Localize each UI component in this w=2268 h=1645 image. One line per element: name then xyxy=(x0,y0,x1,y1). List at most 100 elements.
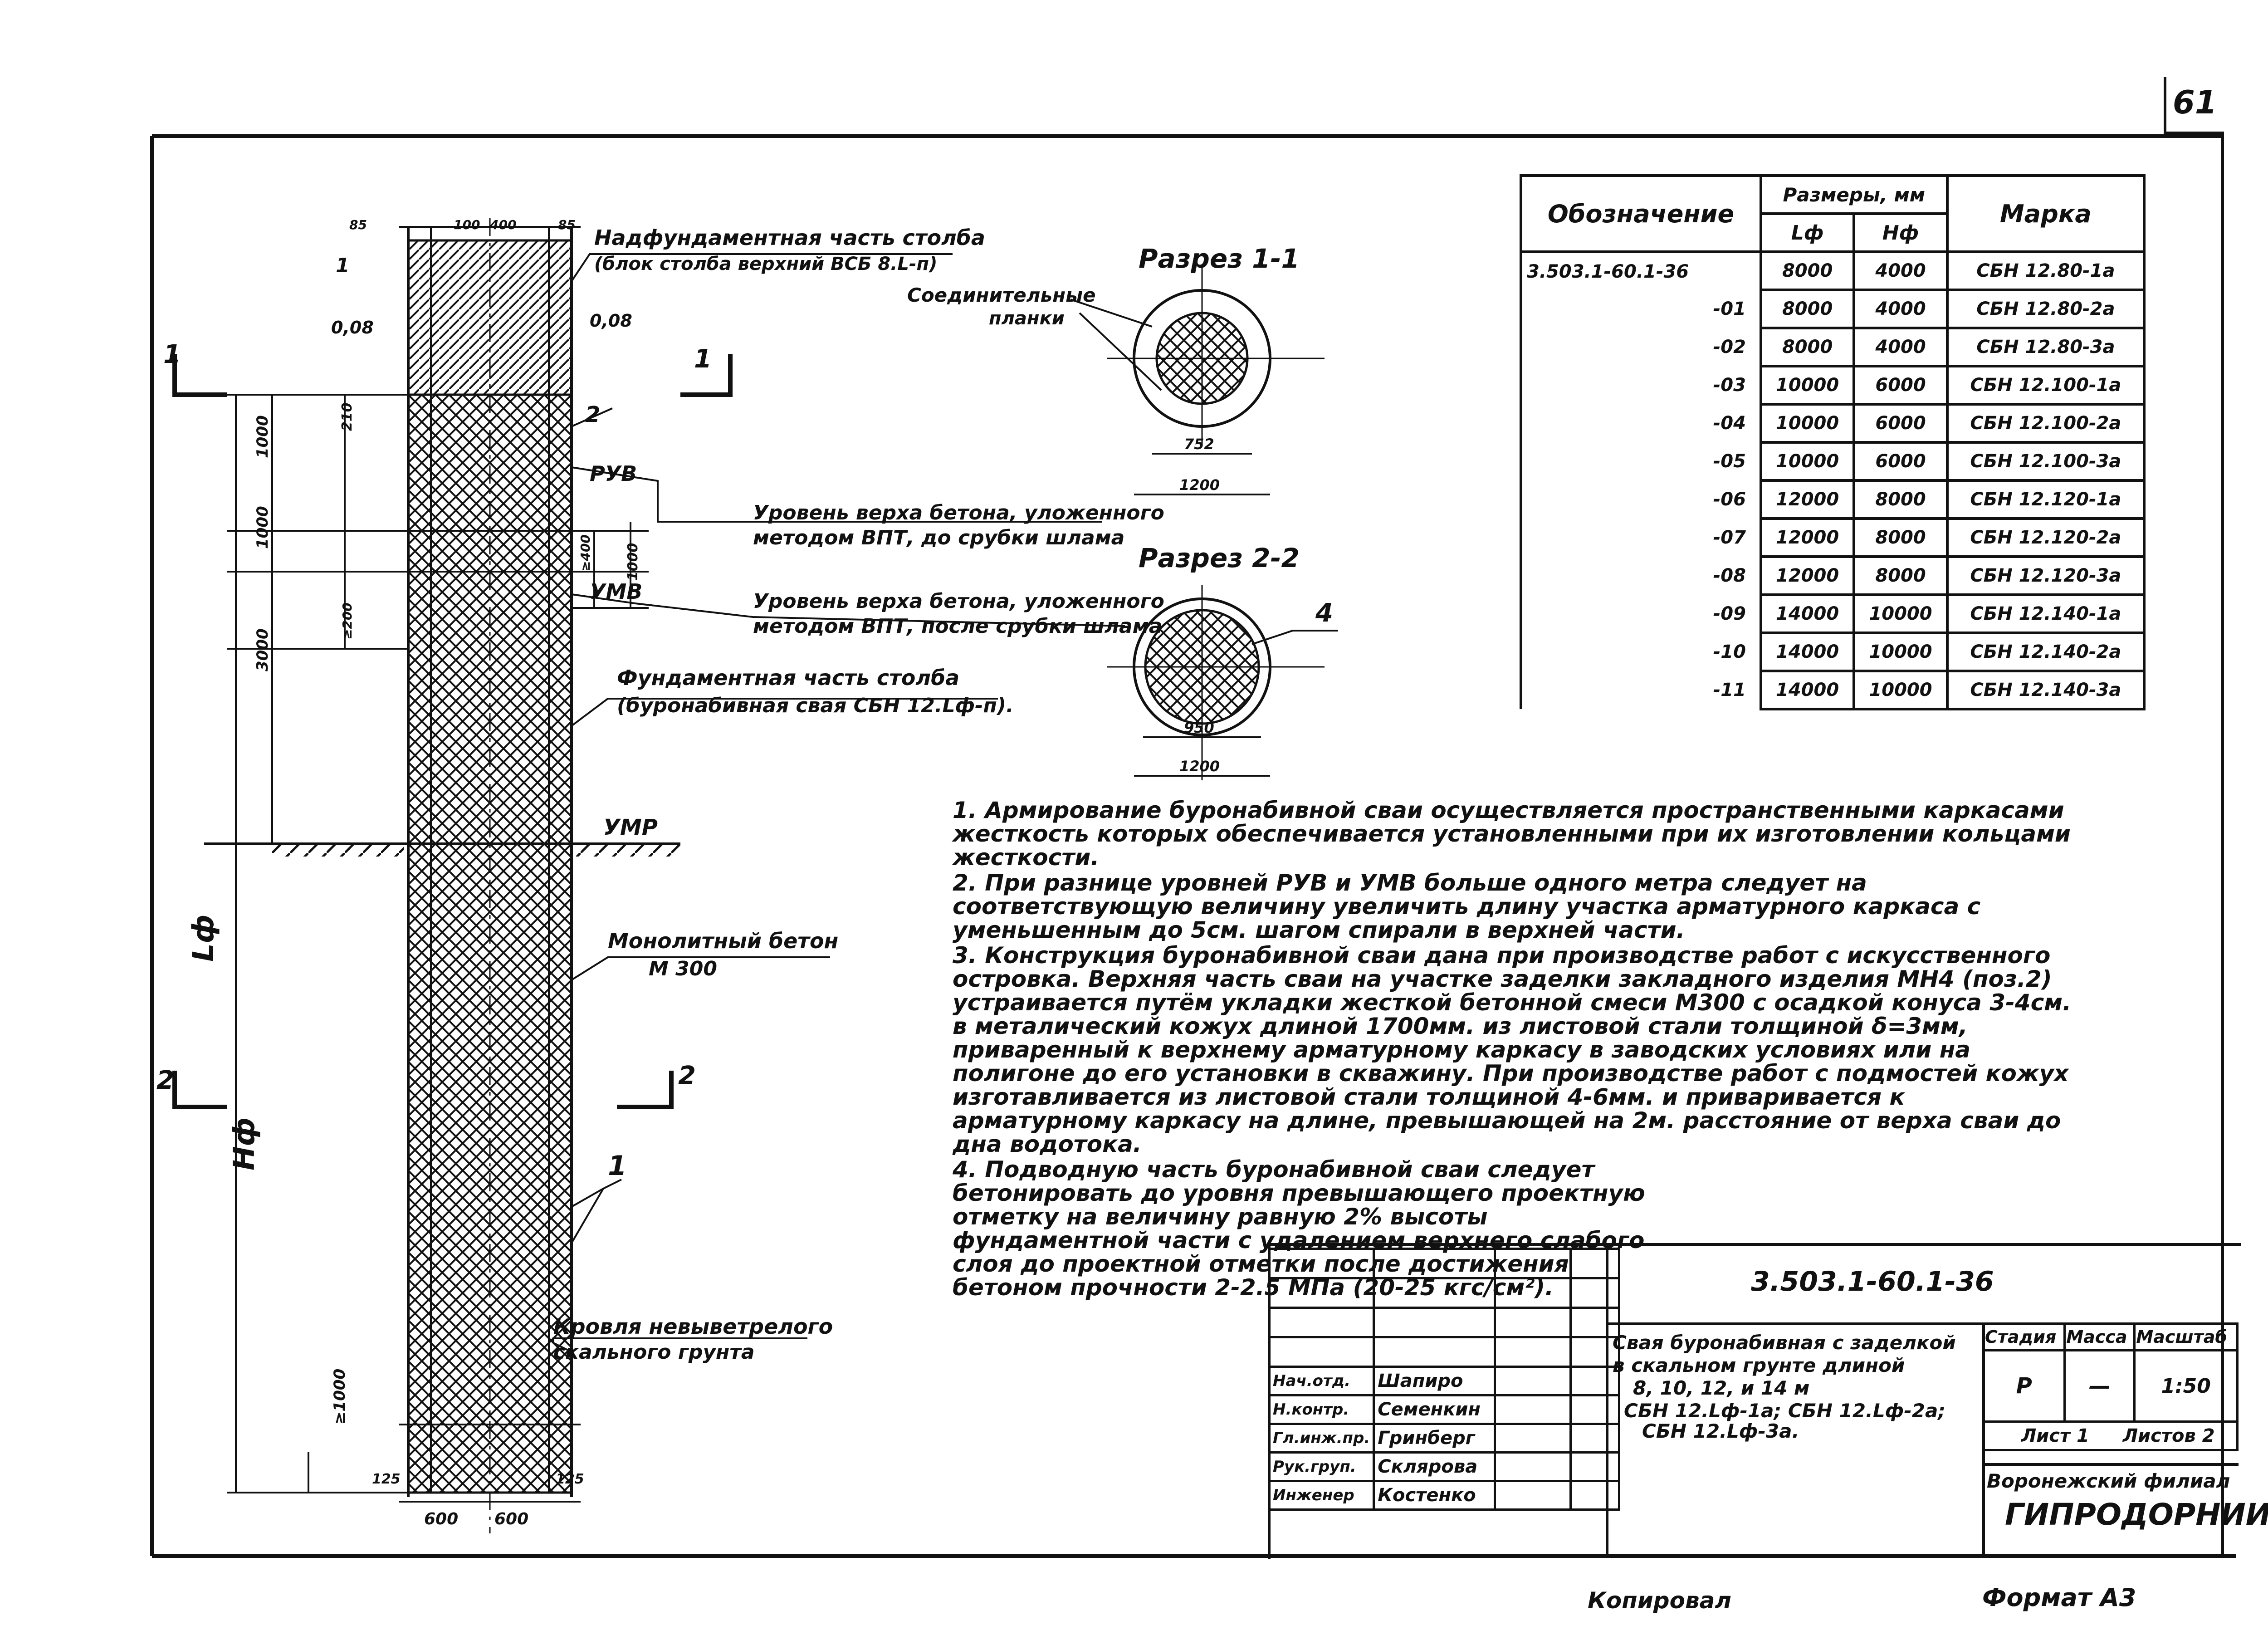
stamp-title-4: СБН 12.Lф-1а; СБН 12.Lф-2а; xyxy=(1624,1400,1946,1422)
doc-code: 3.503.1-60.1-36 xyxy=(1751,1266,1994,1297)
label-connecting-2: планки xyxy=(989,308,1065,329)
dim-bottom-600-left: 600 xyxy=(424,1510,458,1528)
section-mark-1-right: 1 xyxy=(694,344,712,374)
cell-mark: СБН 12.80-1а xyxy=(1945,250,2146,291)
specification-table: Обозначение Размеры, мм Марка Lф Hф 3.50… xyxy=(1520,174,2146,710)
mark-2: 2 xyxy=(585,402,600,427)
label-umr: УМР xyxy=(603,815,658,840)
dim-bottom-125-right: 125 xyxy=(556,1471,584,1487)
role: Н.контр. xyxy=(1267,1394,1375,1425)
drawing-frame xyxy=(150,132,2236,1558)
mark-1-top: 1 xyxy=(336,254,350,277)
cell-hf: 8000 xyxy=(1853,517,1949,558)
label-foundation-1: Фундаментная часть столба xyxy=(617,666,959,690)
cell-des: -03 xyxy=(1520,366,1762,404)
date xyxy=(1569,1394,1621,1425)
cell-lf: 8000 xyxy=(1759,327,1856,367)
cell-lf: 10000 xyxy=(1759,365,1856,406)
person-name: Костенко xyxy=(1373,1480,1496,1511)
section-mark-1-left: 1 xyxy=(163,340,181,369)
cell-des: 3.503.1-60.1-36 xyxy=(1520,252,1762,290)
cell-lf: 14000 xyxy=(1759,593,1856,634)
cell-des: -04 xyxy=(1520,404,1762,442)
section-2-d-inner: 950 xyxy=(1184,719,1214,736)
person-name: Шапиро xyxy=(1373,1366,1496,1396)
sheet-label: Лист 1 xyxy=(2021,1425,2089,1446)
label-hf: Hф xyxy=(228,1117,261,1170)
label-elev-right: 0,08 xyxy=(590,311,632,331)
note-4: 4. Подводную часть буронабивной сваи сле… xyxy=(953,1156,1645,1301)
mark-1-bottom: 1 xyxy=(608,1150,627,1182)
dim-top-85-left: 85 xyxy=(349,217,367,232)
cell-lf: 8000 xyxy=(1759,250,1856,291)
note-2: 2. При разнице уровней РУВ и УМВ больше … xyxy=(953,870,1981,943)
section-2-2 xyxy=(1107,585,1338,780)
stamp-title-3: 8, 10, 12, и 14 м xyxy=(1633,1377,1810,1399)
signature xyxy=(1494,1366,1572,1396)
section-1-title: Разрез 1-1 xyxy=(1139,243,1300,274)
section-1-1 xyxy=(1070,268,1325,495)
cell-des: -05 xyxy=(1520,442,1762,480)
dim-top-400: 400 xyxy=(489,217,516,232)
footer-format: Формат А3 xyxy=(1982,1583,2136,1612)
cell-mark: СБН 12.100-2а xyxy=(1945,403,2146,444)
mass-header: Масса xyxy=(2063,1322,2136,1351)
dim-bottom-1000: ≥1000 xyxy=(331,1369,349,1425)
cell-hf: 10000 xyxy=(1853,593,1949,634)
cell-hf: 10000 xyxy=(1853,670,1949,710)
mark-4: 4 xyxy=(1315,598,1333,628)
role: Гл.инж.пр. xyxy=(1267,1423,1375,1454)
signature-row: Рук.груп.Склярова xyxy=(1267,1451,1621,1482)
dim-top-100: 100 xyxy=(454,217,480,232)
scale-header: Масштаб xyxy=(2133,1322,2239,1351)
cell-hf: 4000 xyxy=(1853,289,1949,329)
cell-mark: СБН 12.120-2а xyxy=(1945,517,2146,558)
cell-mark: СБН 12.140-1а xyxy=(1945,593,2146,634)
ground-hatch-right xyxy=(576,844,680,857)
dim-left-1000-a: 1000 xyxy=(254,415,272,458)
signature xyxy=(1494,1423,1572,1454)
cell-des: -02 xyxy=(1520,328,1762,366)
dim-mid-200: ≥200 xyxy=(340,602,355,640)
cell-mark: СБН 12.100-3а xyxy=(1945,441,2146,482)
signature-row: Гл.инж.пр.Гринберг xyxy=(1267,1423,1621,1454)
pile-column xyxy=(407,218,573,1533)
label-rock-2: скального грунта xyxy=(553,1341,755,1364)
dim-left-1000-b: 1000 xyxy=(254,506,272,549)
ground-hatch-left xyxy=(272,844,404,857)
cell-lf: 10000 xyxy=(1759,441,1856,482)
cell-mark: СБН 12.80-3а xyxy=(1945,327,2146,367)
cell-lf: 12000 xyxy=(1759,479,1856,520)
note-1: 1. Армирование буронабивной сваи осущест… xyxy=(953,797,2071,871)
cell-mark: СБН 12.120-1а xyxy=(1945,479,2146,520)
section-1-d-outer: 1200 xyxy=(1179,476,1220,494)
stage-value: Р xyxy=(1982,1349,2066,1423)
dim-top-85-right: 85 xyxy=(558,217,576,232)
dim-bottom-600-right: 600 xyxy=(494,1510,528,1528)
signature-row: Н.контр.Семенкин xyxy=(1267,1394,1621,1425)
cell-hf: 4000 xyxy=(1853,327,1949,367)
notes: 1. Армирование буронабивной сваи осущест… xyxy=(953,798,2073,1301)
note-3: 3. Конструкция буронабивной сваи дана пр… xyxy=(953,942,2072,1157)
signature xyxy=(1494,1480,1572,1511)
role: Инженер xyxy=(1267,1480,1375,1511)
label-level-after-1: Уровень верха бетона, уложенного xyxy=(753,590,1164,613)
stamp-meta: Стадия Масса Масштаб Р — 1:50 Лист 1 Лис… xyxy=(1982,1322,2239,1451)
cell-des: -10 xyxy=(1520,633,1762,671)
stamp-title-2: в скальном грунте длиной xyxy=(1613,1354,1905,1376)
dim-mid-210: 210 xyxy=(339,402,355,431)
signature-row: Нач.отд.Шапиро xyxy=(1267,1366,1621,1396)
dim-mid-1000: 1000 xyxy=(625,543,641,581)
cell-hf: 10000 xyxy=(1853,632,1949,672)
date xyxy=(1569,1366,1621,1396)
cell-lf: 8000 xyxy=(1759,289,1856,329)
cell-des: -11 xyxy=(1520,671,1762,709)
